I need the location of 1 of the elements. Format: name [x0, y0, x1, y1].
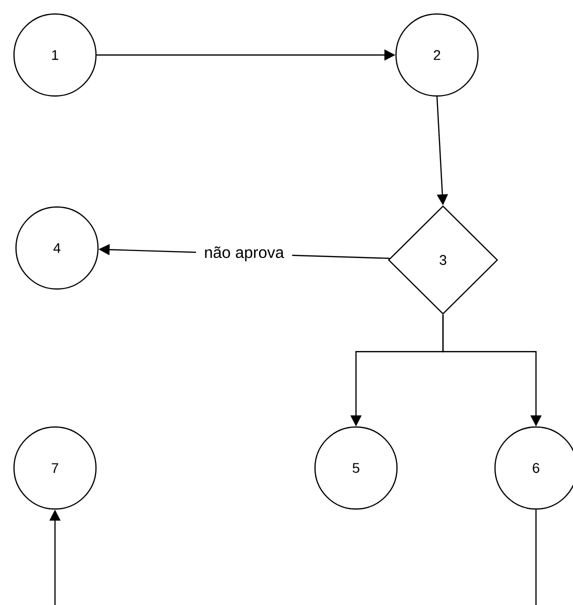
edge-label: não aprova: [196, 243, 292, 265]
